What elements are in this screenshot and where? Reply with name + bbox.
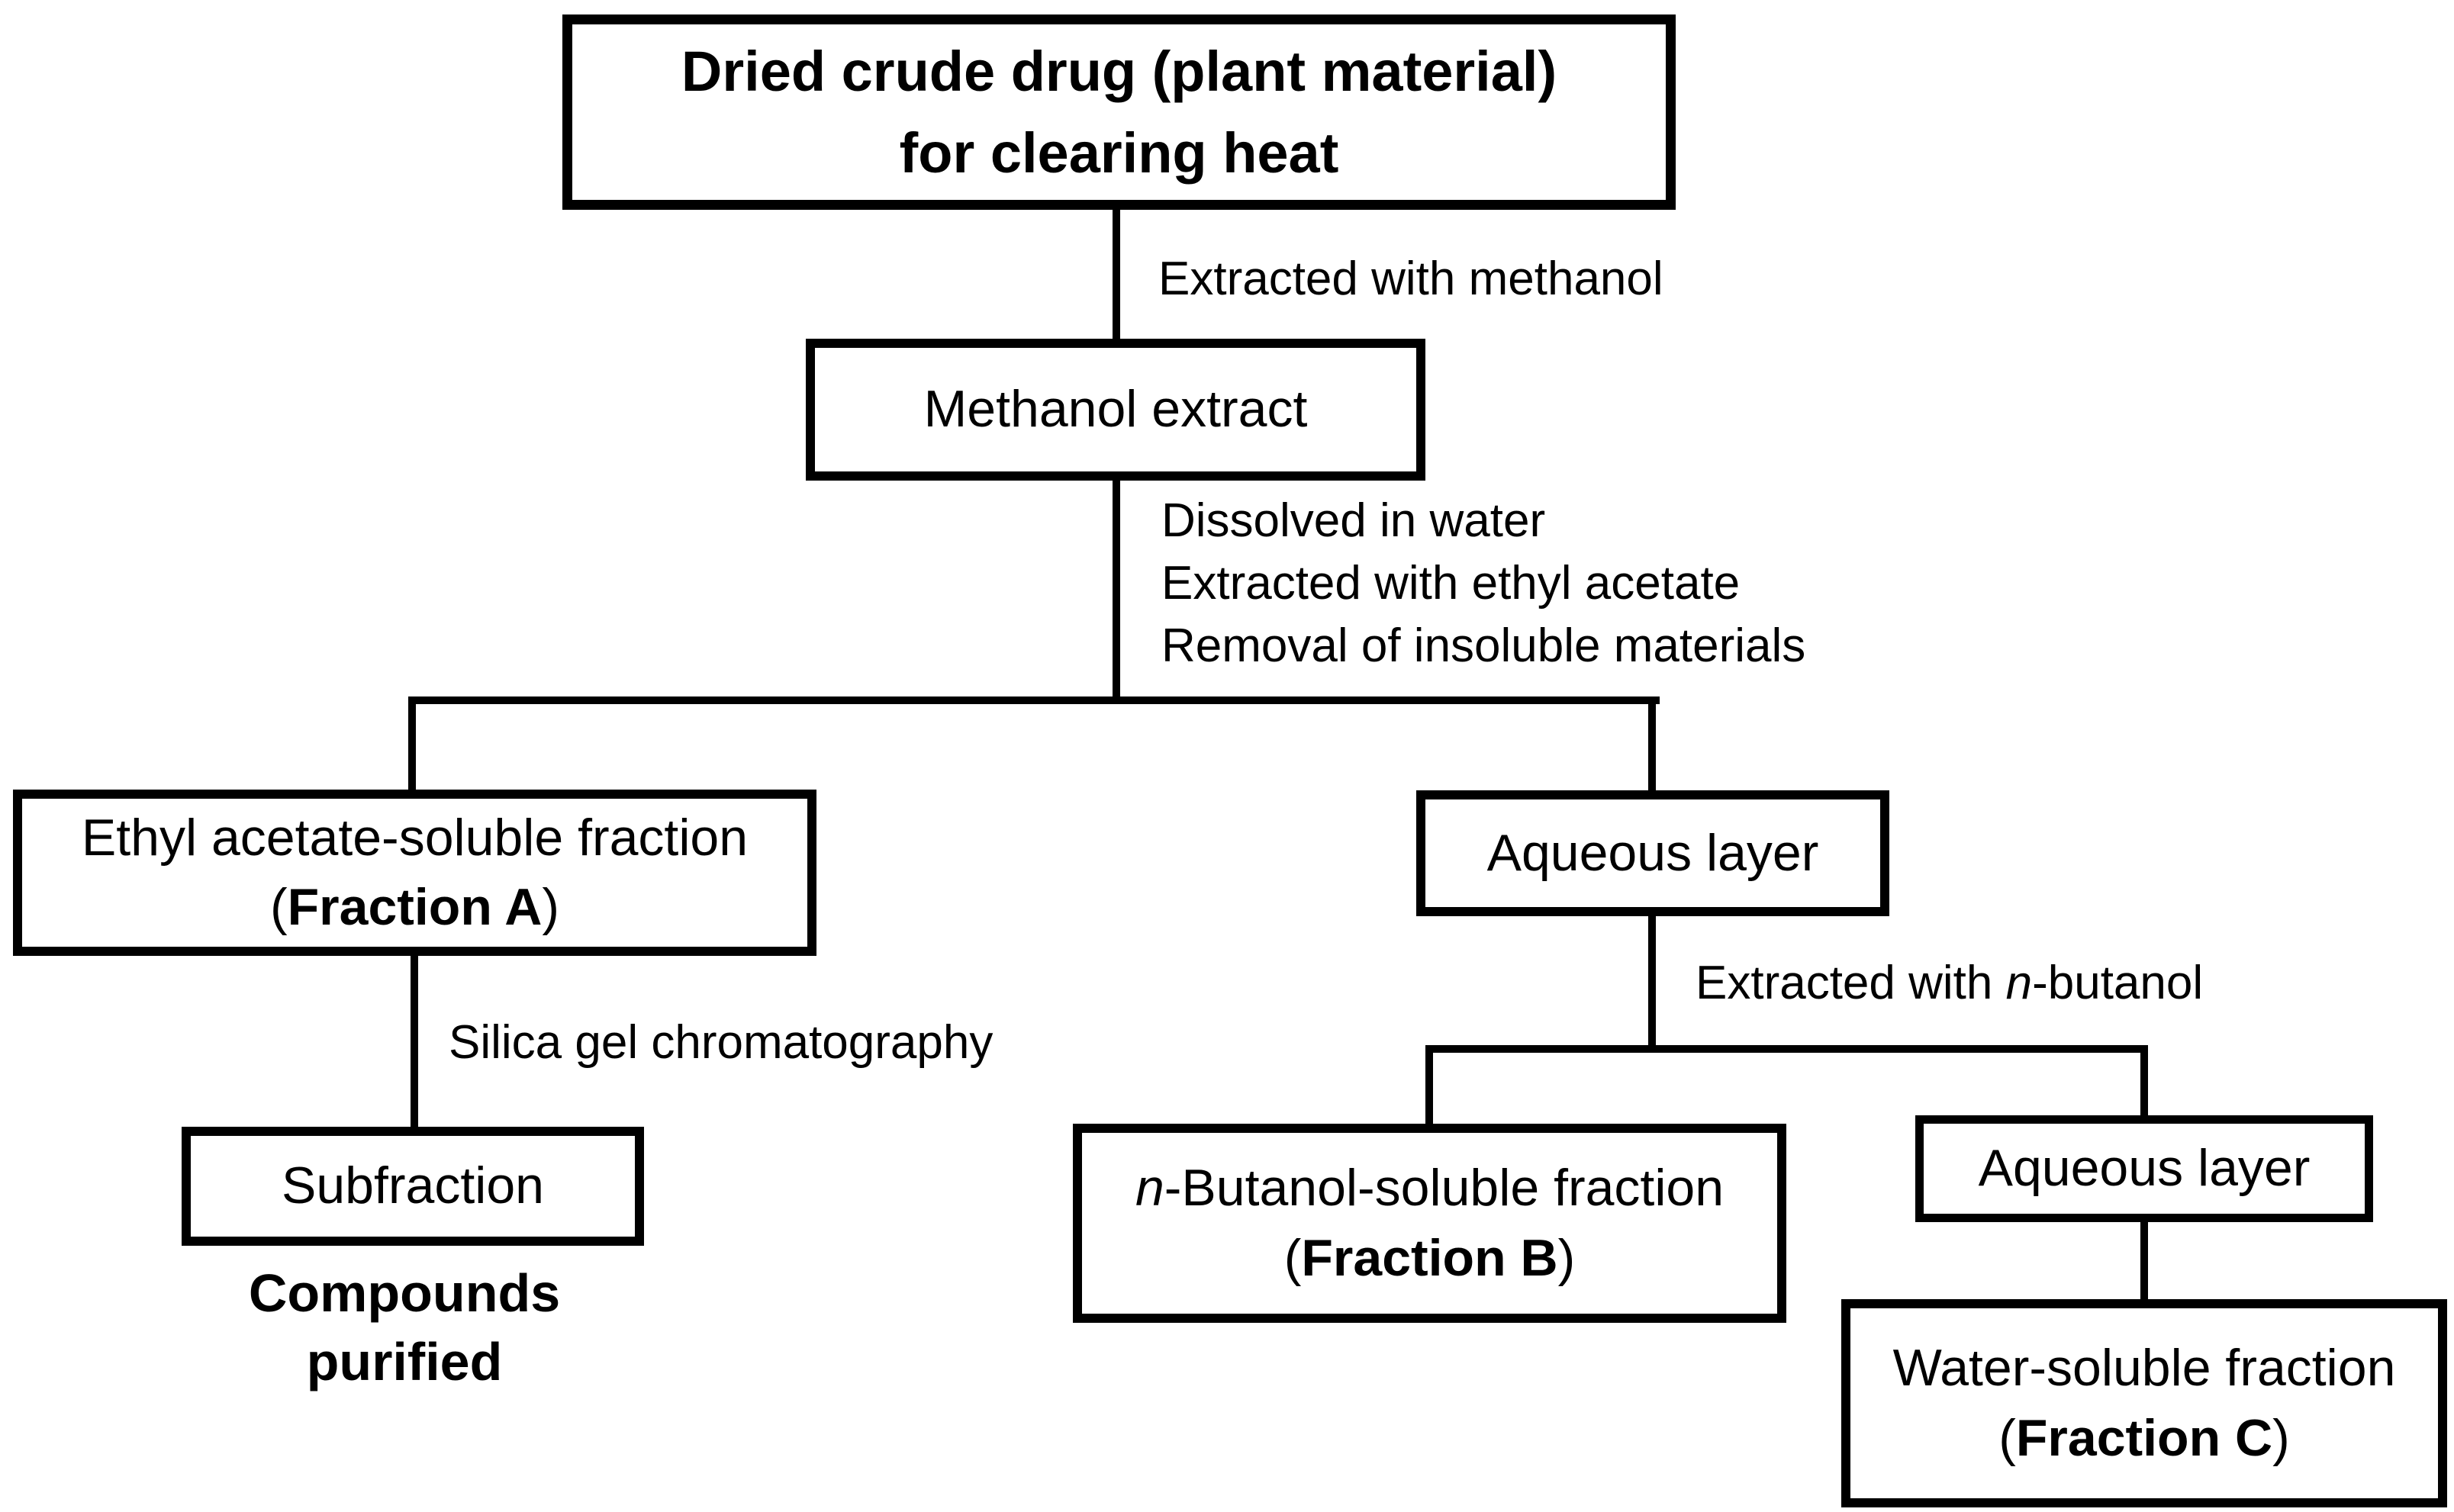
edge-label-removal-of-insoluble-materials: Removal of insoluble materials — [1161, 619, 1806, 672]
dried-crude-drug-line1: Dried crude drug (plant material) — [681, 39, 1557, 103]
fraction-a-line2: (Fraction A) — [270, 873, 559, 942]
node-fraction-b-box: n-Butanol-soluble fraction (Fraction B) — [1073, 1124, 1786, 1323]
connector-fraction-a-to-subfraction — [411, 956, 418, 1131]
fraction-b-italic-prefix: n — [1135, 1159, 1164, 1218]
connector-aqueous1-to-branch2 — [1648, 916, 1656, 1051]
node-fraction-c-box: Water-soluble fraction (Fraction C) — [1841, 1299, 2447, 1507]
connector-branch1-drop-fraction-a — [408, 696, 416, 796]
node-subfraction-box: Subfraction — [182, 1127, 644, 1246]
connector-branch2-drop-fraction-b — [1425, 1045, 1433, 1129]
label-compounds-purified: Compounds purified — [145, 1259, 664, 1396]
edge-label-butanol-italic-n: n — [2005, 957, 2033, 1009]
edge-label-extracted-with-ethyl-acetate: Extracted with ethyl acetate — [1161, 557, 1741, 610]
fraction-c-line2: (Fraction C) — [1998, 1404, 2290, 1473]
edge-label-workup-steps: Dissolved in water Extracted with ethyl … — [1161, 490, 1805, 677]
fraction-b-line2: (Fraction B) — [1284, 1224, 1576, 1293]
subfraction-label: Subfraction — [282, 1157, 544, 1215]
node-methanol-extract-box: Methanol extract — [806, 339, 1425, 481]
fraction-c-bold-name: Fraction C — [2015, 1408, 2273, 1467]
edge-label-butanol-pre: Extracted with — [1696, 957, 2006, 1009]
fraction-c-line1: Water-soluble fraction — [1892, 1339, 2396, 1398]
edge-label-silica-gel-chromatography: Silica gel chromatography — [449, 1016, 994, 1069]
connector-branch2-horizontal — [1425, 1045, 2148, 1053]
fraction-c-paren-close: ) — [2272, 1408, 2290, 1467]
aqueous-layer-1-label: Aqueous layer — [1486, 823, 1819, 882]
connector-branch1-drop-aqueous1 — [1648, 696, 1656, 796]
methanol-extract-label: Methanol extract — [923, 380, 1308, 439]
dried-crude-drug-line2: for clearing heat — [899, 121, 1339, 185]
connector-aqueous2-to-fraction-c — [2140, 1219, 2148, 1305]
fraction-b-paren-close: ) — [1557, 1228, 1576, 1287]
fraction-a-paren-close: ) — [542, 878, 560, 936]
fraction-b-line1-rest: -Butanol-soluble fraction — [1164, 1159, 1725, 1218]
edge-label-extracted-with-n-butanol: Extracted with n-butanol — [1696, 952, 2203, 1015]
connector-branch2-drop-aqueous2 — [2140, 1045, 2148, 1121]
fraction-b-line1: n-Butanol-soluble fraction — [1135, 1153, 1724, 1223]
aqueous-layer-2-label: Aqueous layer — [1978, 1139, 2311, 1198]
edge-label-extracted-with-methanol: Extracted with methanol — [1158, 253, 1663, 305]
compounds-purified-line2: purified — [306, 1332, 503, 1391]
fraction-c-paren-open: ( — [1998, 1408, 2016, 1467]
connector-topbox-to-methanol — [1113, 210, 1120, 342]
node-fraction-a-box: Ethyl acetate-soluble fraction (Fraction… — [13, 790, 816, 956]
node-dried-crude-drug-box: Dried crude drug (plant material) for cl… — [562, 14, 1676, 210]
connector-methanol-to-branch1 — [1113, 481, 1120, 703]
edge-label-dissolved-in-water: Dissolved in water — [1161, 494, 1546, 547]
fraction-a-bold-name: Fraction A — [287, 878, 543, 936]
edge-label-butanol-rest: -butanol — [2032, 957, 2204, 1009]
fraction-a-line1: Ethyl acetate-soluble fraction — [81, 808, 749, 867]
fraction-a-paren-open: ( — [269, 878, 288, 936]
fraction-b-bold-name: Fraction B — [1301, 1228, 1558, 1287]
compounds-purified-line1: Compounds — [248, 1263, 561, 1323]
node-aqueous-layer-1-box: Aqueous layer — [1416, 790, 1889, 916]
fraction-b-paren-open: ( — [1283, 1228, 1302, 1287]
connector-branch1-horizontal — [408, 696, 1660, 704]
node-aqueous-layer-2-box: Aqueous layer — [1915, 1115, 2373, 1222]
